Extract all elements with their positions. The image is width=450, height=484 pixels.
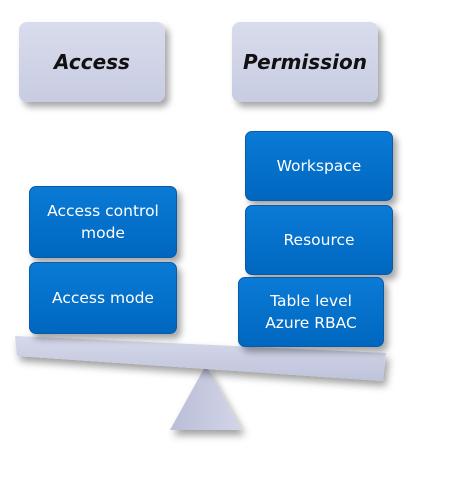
- access-header: Access: [19, 22, 165, 102]
- fulcrum-triangle: [170, 365, 242, 430]
- beam-plank: [15, 336, 386, 381]
- tile-label: Access control mode: [47, 202, 159, 242]
- permission-header: Permission: [232, 22, 378, 102]
- access-header-label: Access: [54, 50, 130, 74]
- permission-header-label: Permission: [243, 50, 367, 74]
- access-mode-tile: Access mode: [29, 262, 177, 334]
- workspace-tile: Workspace: [245, 131, 393, 201]
- tile-label: Access mode: [52, 289, 154, 307]
- tile-label: Workspace: [276, 157, 362, 175]
- table-level-azure-rbac-tile: Table level Azure RBAC: [238, 277, 384, 347]
- resource-tile: Resource: [245, 205, 393, 275]
- tile-label: Table level Azure RBAC: [265, 292, 357, 332]
- tile-label: Resource: [283, 231, 355, 249]
- access-control-mode-tile: Access control mode: [29, 186, 177, 258]
